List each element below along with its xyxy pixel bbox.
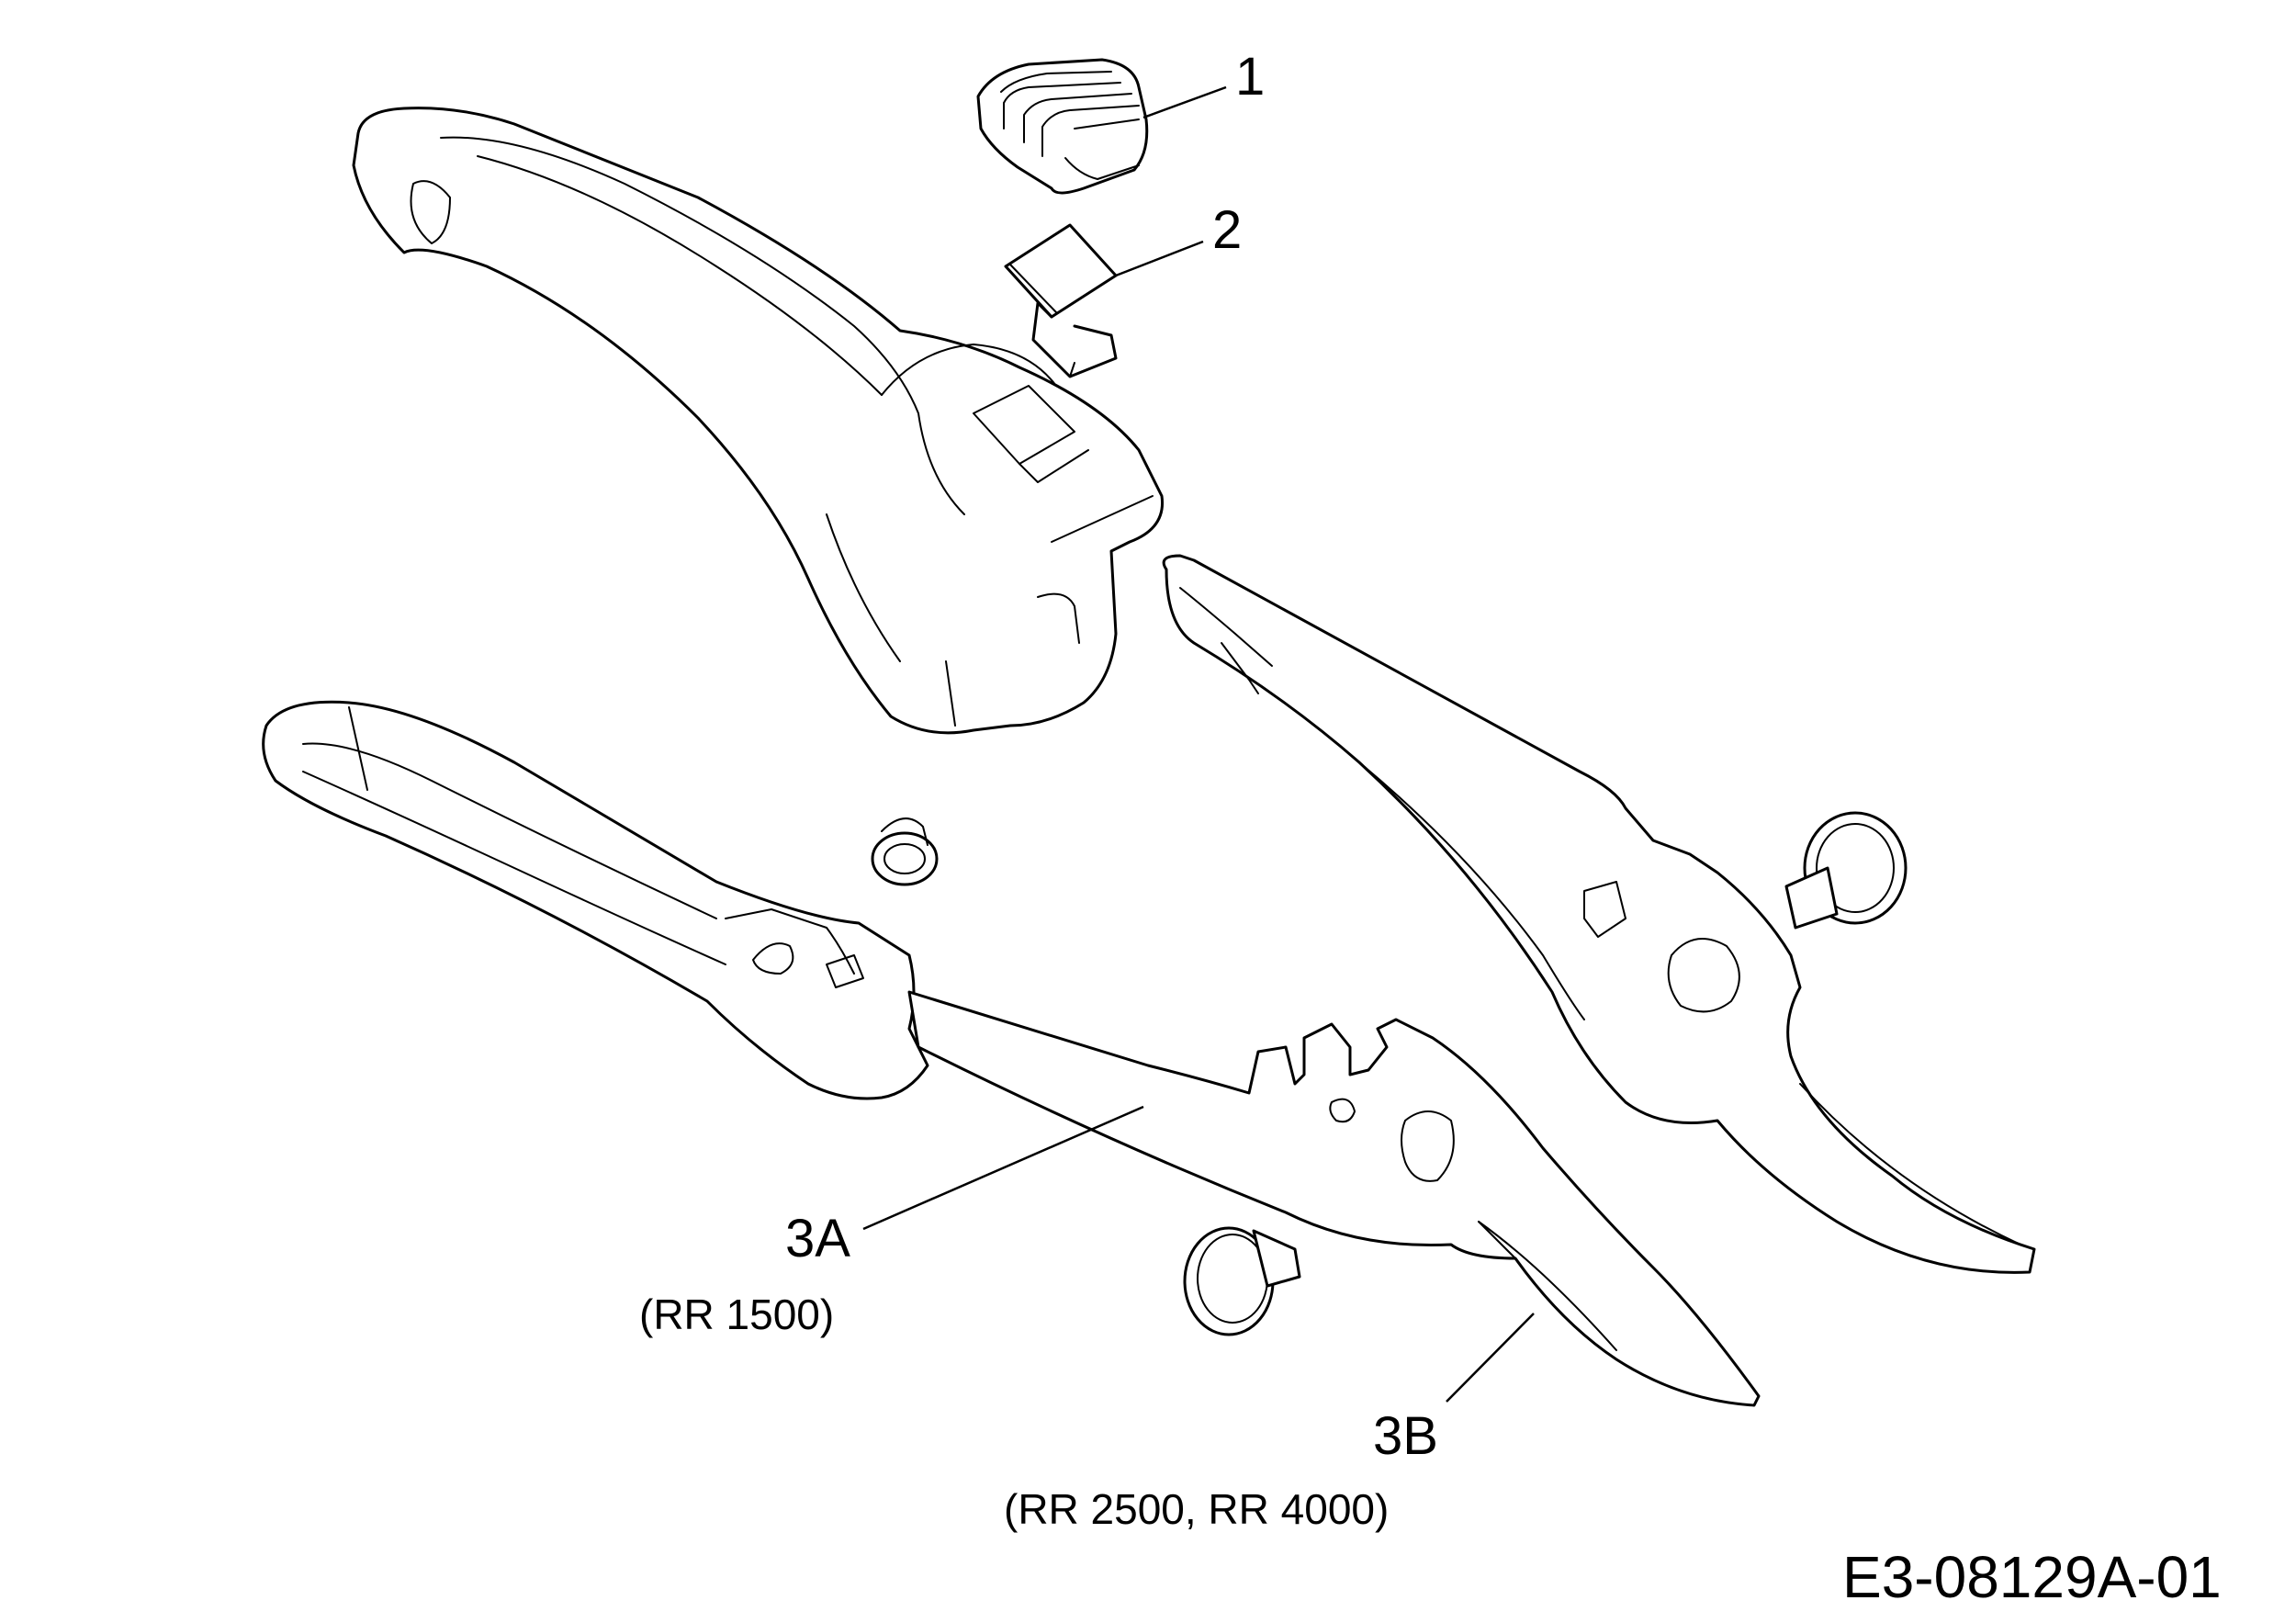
callout-3a-models: (RR 1500): [639, 1291, 835, 1338]
leader-line-3a: [862, 1105, 1144, 1231]
callout-3b: 3B: [1373, 1406, 1438, 1466]
callout-3a: 3A: [785, 1209, 850, 1268]
part-3b-blade: [1162, 554, 2036, 1274]
pivot-nut-small: [871, 817, 939, 886]
part-3a-blade: [907, 990, 1761, 1407]
document-id: E3-08129A-01: [1842, 1544, 2222, 1610]
lower-handle: [262, 700, 929, 1100]
pivot-bolt-right: [1784, 811, 1908, 930]
pivot-bolt-lower: [1183, 1226, 1301, 1336]
part-2-clip: [1004, 223, 1118, 378]
callout-1: 1: [1235, 47, 1266, 107]
leader-line-2: [1115, 240, 1204, 277]
callout-2: 2: [1212, 200, 1243, 260]
leader-line-3b: [1446, 1313, 1535, 1403]
part-1-grip-cap: [976, 58, 1149, 195]
upper-handle: [352, 107, 1165, 735]
callout-3b-models: (RR 2500, RR 4000): [1004, 1485, 1390, 1533]
leader-line-1: [1142, 85, 1227, 119]
